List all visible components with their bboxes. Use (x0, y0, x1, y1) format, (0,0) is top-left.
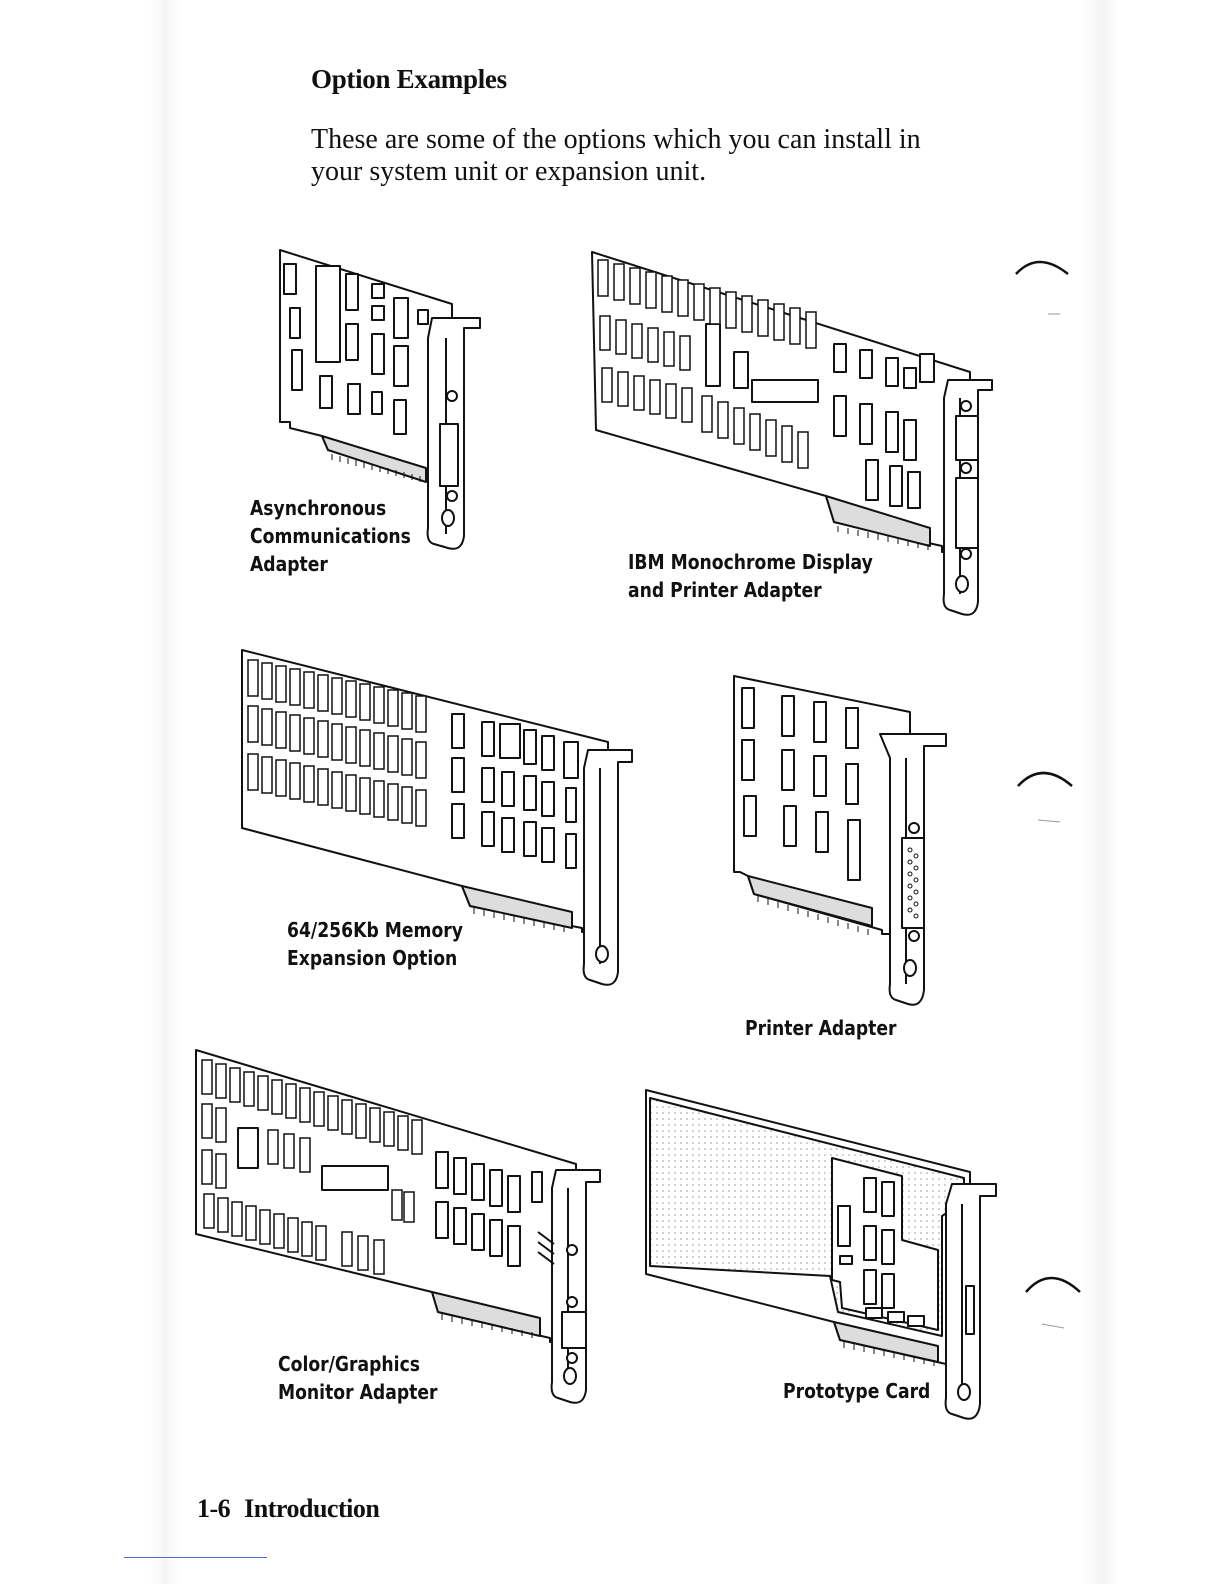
monochrome-adapter-illustration (591, 251, 993, 616)
color-graphics-adapter-caption: Color/Graphics Monitor Adapter (278, 1350, 438, 1406)
margin-curl-mark (1015, 260, 1069, 315)
async-adapter-caption: Asynchronous Communications Adapter (250, 494, 411, 578)
memory-expansion-illustration (241, 649, 633, 986)
memory-expansion-caption: 64/256Kb Memory Expansion Option (287, 916, 463, 972)
caption-line: Asynchronous (250, 496, 387, 520)
caption-line: Color/Graphics (278, 1352, 421, 1376)
caption-line: Expansion Option (287, 946, 458, 970)
page-shadow-left (150, 0, 180, 1584)
caption-line: Monitor Adapter (278, 1380, 438, 1404)
caption-line: IBM Monochrome Display (628, 550, 873, 574)
color-graphics-adapter-illustration (195, 1049, 601, 1404)
caption-line: Communications (250, 524, 411, 548)
caption-line: 64/256Kb Memory (287, 918, 463, 942)
section-heading: Option Examples (311, 64, 507, 94)
footer-section-title: Introduction (244, 1494, 380, 1523)
intro-paragraph: These are some of the options which you … (311, 124, 1031, 188)
margin-curl-mark (1017, 771, 1073, 823)
page-footer: 1-6 Introduction (197, 1494, 380, 1524)
monochrome-adapter-caption: IBM Monochrome Display and Printer Adapt… (628, 548, 873, 604)
page-shadow-right (1080, 0, 1120, 1584)
prototype-card-caption: Prototype Card (783, 1377, 930, 1405)
caption-line: and Printer Adapter (628, 578, 822, 602)
printer-adapter-illustration (733, 675, 947, 1006)
prototype-card-illustration (645, 1089, 997, 1420)
page-number: 1-6 (197, 1494, 231, 1523)
intro-line: your system unit or expansion unit. (311, 156, 707, 187)
caption-line: Printer Adapter (745, 1016, 897, 1040)
margin-curl-mark (1025, 1276, 1081, 1329)
intro-line: These are some of the options which you … (311, 124, 921, 155)
printer-adapter-caption: Printer Adapter (745, 1014, 897, 1042)
caption-line: Prototype Card (783, 1379, 931, 1403)
footer-rule (124, 1557, 267, 1558)
async-adapter-illustration (279, 249, 481, 550)
caption-line: Adapter (250, 552, 328, 576)
